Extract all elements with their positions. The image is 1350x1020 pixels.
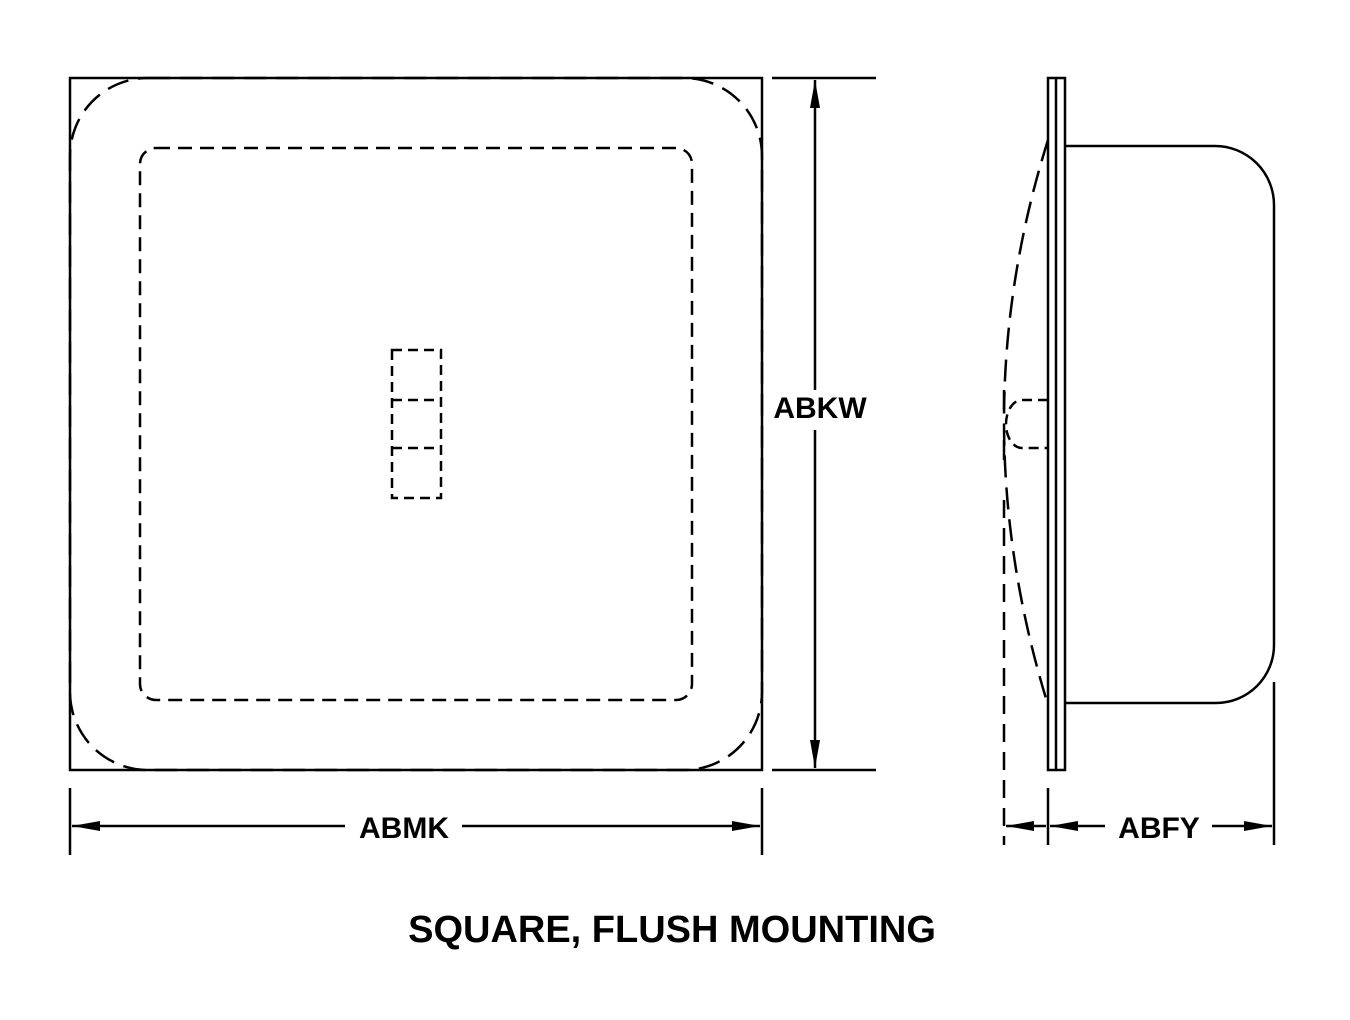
center-switch-dashed [390, 348, 443, 500]
width-label: ABMK [359, 812, 449, 845]
outer-dashed-outline [68, 76, 764, 772]
dashed-toggle-side [1004, 398, 1048, 450]
depth-label: ABFY [1118, 812, 1200, 845]
dashed-cover-arc [1002, 139, 1050, 706]
diagram-title: SQUARE, FLUSH MOUNTING [408, 909, 936, 951]
height-label: ABKW [773, 392, 867, 425]
switch-body [1065, 144, 1276, 705]
inner-dashed-cutout [138, 146, 694, 702]
front-view-frame [68, 76, 764, 772]
